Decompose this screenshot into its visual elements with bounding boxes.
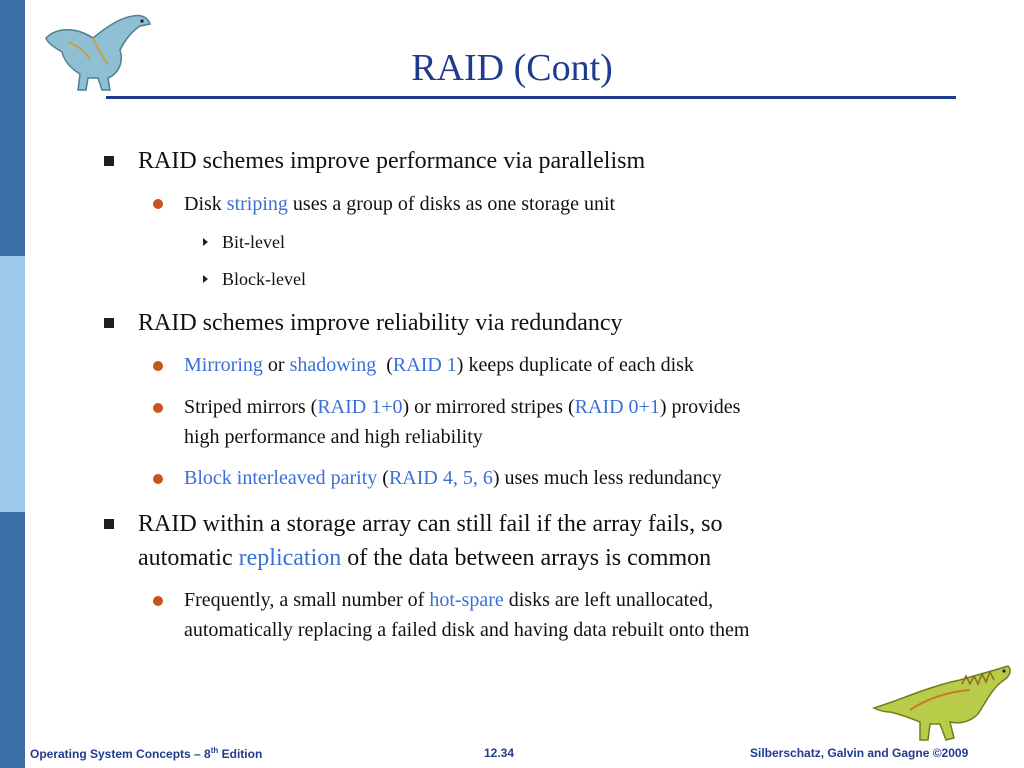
bullet-square xyxy=(104,318,114,328)
bullet-text: Bit-level xyxy=(222,232,285,252)
bullet-text-continued: automatic replication of the data betwee… xyxy=(138,545,712,571)
side-band-middle xyxy=(0,256,25,512)
bullet-text-continued: high performance and high reliability xyxy=(184,426,483,448)
bullet-dot xyxy=(153,596,163,606)
side-band xyxy=(0,0,25,768)
bullet-arrow xyxy=(203,275,208,283)
bullet-text: Mirroring or shadowing (RAID 1) keeps du… xyxy=(184,354,694,376)
bullet-square xyxy=(104,519,114,529)
bullet-text: RAID schemes improve performance via par… xyxy=(138,148,646,174)
bullet-dot xyxy=(153,361,163,371)
bullet-dot xyxy=(153,403,163,413)
bullet-text: Frequently, a small number of hot-spare … xyxy=(184,589,714,611)
footer-authors: Silberschatz, Galvin and Gagne ©2009 xyxy=(750,746,969,760)
side-band-bottom xyxy=(0,512,25,768)
bullet-text: Block-level xyxy=(222,269,306,289)
bullet-square xyxy=(104,156,114,166)
bullet-dot xyxy=(153,474,163,484)
bullet-arrow xyxy=(203,238,208,246)
bullet-text: RAID schemes improve reliability via red… xyxy=(138,310,623,336)
bullet-text: RAID within a storage array can still fa… xyxy=(138,511,723,537)
bullet-text: Block interleaved parity (RAID 4, 5, 6) … xyxy=(184,467,722,489)
bullet-text: Striped mirrors (RAID 1+0) or mirrored s… xyxy=(184,396,741,418)
slide-title: RAID (Cont) xyxy=(411,47,613,89)
dinosaur-icon xyxy=(45,14,151,91)
bullet-dot xyxy=(153,199,163,209)
footer-book-title: Operating System Concepts – 8th Edition xyxy=(30,746,263,761)
title-underline xyxy=(106,96,956,99)
bullet-text-continued: automatically replacing a failed disk an… xyxy=(184,619,750,641)
side-band-top xyxy=(0,0,25,256)
dinosaur-icon xyxy=(871,665,1011,741)
bullet-text: Disk striping uses a group of disks as o… xyxy=(184,193,616,215)
footer-page-number: 12.34 xyxy=(484,746,515,760)
